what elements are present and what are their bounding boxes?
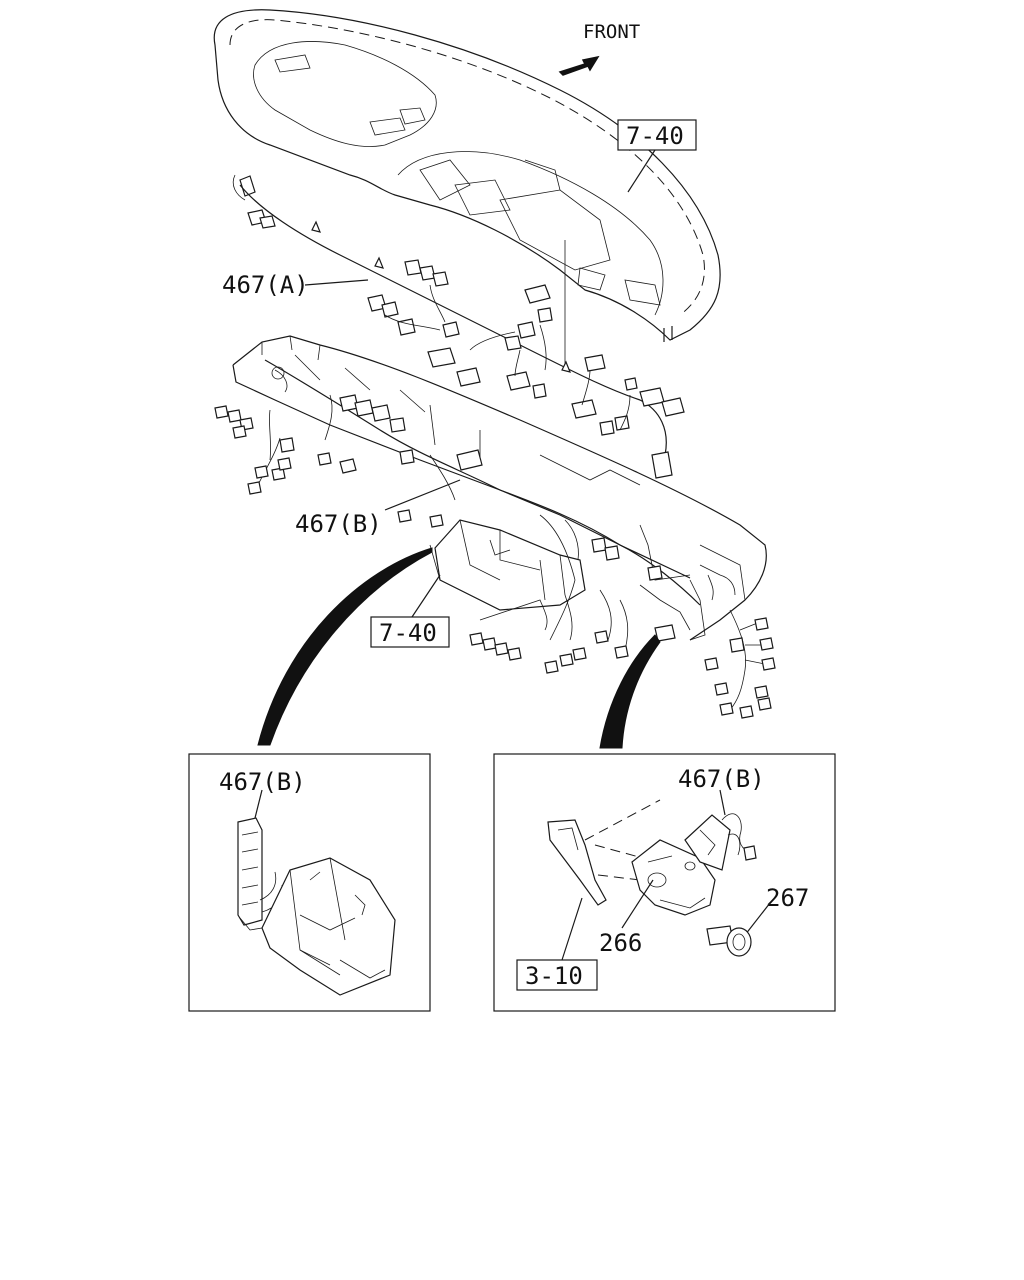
callout-267: 267 [766, 884, 809, 912]
front-label: FRONT [583, 21, 640, 43]
svg-text:7-40: 7-40 [379, 619, 437, 647]
leader-467a [304, 279, 369, 286]
harness-467a [232, 174, 685, 479]
callout-467b-left: 467(B) [219, 768, 306, 796]
detail-box-left: 467(B) [188, 753, 431, 1012]
arrow-front-icon [558, 55, 600, 76]
dashboard-panel [213, 9, 721, 370]
cross-member-frame [232, 335, 767, 641]
callout-467b-main: 467(B) [295, 510, 382, 538]
svg-text:7-40: 7-40 [626, 122, 684, 150]
leader-467b-main [384, 479, 461, 511]
reference-box-lower: 7-40 [370, 574, 450, 648]
callout-467a: 467(A) [222, 271, 309, 299]
reference-box-3-10 [516, 959, 598, 991]
callout-467b-right: 467(B) [678, 765, 765, 793]
reference-3-10: 3-10 [525, 962, 583, 990]
zoom-arrow-right [599, 634, 661, 749]
harness-467b-main [214, 359, 776, 719]
reference-box-upper: 7-40 [617, 119, 697, 193]
callout-266: 266 [599, 929, 642, 957]
detail-box-right: 467(B) 267 266 3-10 [493, 753, 836, 1012]
zoom-arrow-left [257, 547, 433, 746]
